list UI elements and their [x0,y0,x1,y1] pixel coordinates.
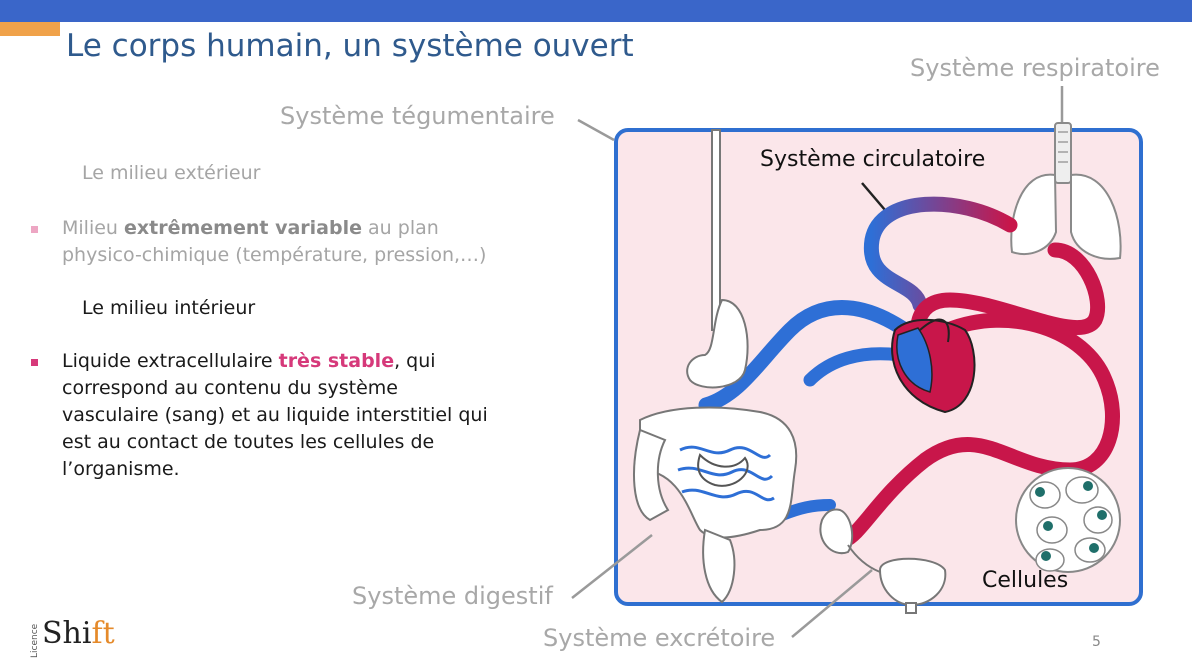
kidney [819,508,854,555]
logo-wordmark: Shift [42,616,115,651]
interior-bullet-bold: très stable [278,350,395,372]
exterior-heading: Le milieu extérieur [82,162,261,184]
interior-bullet-after: , qui [394,350,436,372]
bullet-marker [31,226,38,233]
cells-cluster [1015,467,1121,573]
leader-circulatory [861,182,886,211]
top-accent [0,22,60,36]
exterior-bullet-bold: extrêmement variable [124,217,362,239]
top-banner [0,0,1192,22]
slide-title: Le corps humain, un système ouvert [66,28,634,64]
interior-bullet-line3: vasculaire (sang) et au liquide intersti… [62,404,488,426]
digestive-tract [633,129,798,604]
interior-bullet-before: Liquide extracellulaire [62,350,279,372]
bladder [878,557,947,614]
label-excretory-system: Système excrétoire [543,624,776,652]
vein-upper [698,300,913,413]
exterior-bullet-line2: physico-chimique (température, pression,… [62,244,487,266]
vein-pulmonary-loop [863,196,1018,313]
leader-integumentary [577,118,615,142]
small-intestine [677,445,775,502]
exterior-bullet-text: Milieu extrêmement variable au plan phys… [62,215,486,269]
leader-excretory [791,569,873,638]
logo-word-end: ft [91,616,115,651]
lungs [1010,122,1122,260]
interior-bullet-line5: l’organisme. [62,458,180,480]
logo-licence-text: Licence [30,623,40,658]
bullet-marker [31,359,38,366]
label-cells: Cellules [982,568,1069,593]
licence-shift-logo: Licence Shift [30,612,140,662]
interior-bullet-line4: est au contact de toutes les cellules de [62,431,435,453]
logo-word-start: Shi [42,616,92,651]
leader-digestive [571,534,653,599]
interior-bullet-line2: correspond au contenu du système [62,377,398,399]
page-number: 5 [1092,634,1101,650]
exterior-bullet-before: Milieu [62,217,125,239]
interior-bullet-text: Liquide extracellulaire très stable, qui… [62,348,488,483]
label-digestive-system: Système digestif [352,582,553,610]
label-circulatory-system: Système circulatoire [760,147,986,172]
label-integumentary-system: Système tégumentaire [280,102,555,130]
vein-lower [803,347,907,387]
heart [891,318,976,414]
interior-heading: Le milieu intérieur [82,297,256,319]
label-respiratory-system: Système respiratoire [910,54,1160,82]
exterior-bullet-after: au plan [362,217,439,239]
